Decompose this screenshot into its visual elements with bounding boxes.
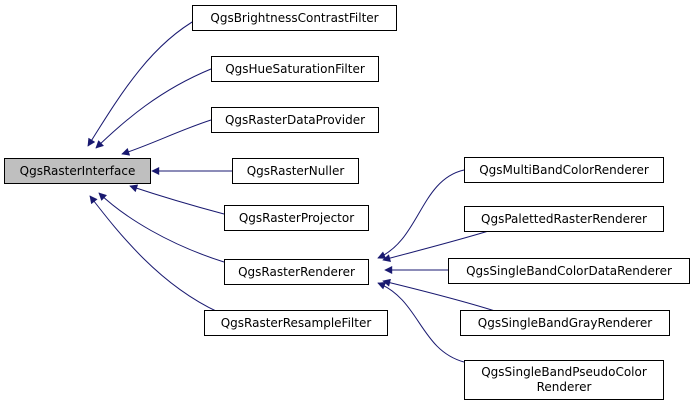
node-qgssinglebandcolordatarenderer[interactable]: QgsSingleBandColorDataRenderer [448, 258, 690, 284]
edge-dataprovider [121, 119, 212, 156]
node-qgsrasterrenderer[interactable]: QgsRasterRenderer [224, 259, 369, 285]
edge-huesaturation [95, 68, 212, 149]
node-label: QgsRasterInterface [19, 163, 136, 178]
node-qgspalettedrasterrenderer[interactable]: QgsPalettedRasterRenderer [464, 206, 664, 232]
edge-projector [129, 184, 225, 215]
edge-paletted [382, 228, 496, 262]
node-label: QgsRasterProjector [238, 210, 355, 225]
edge-renderer [98, 192, 225, 263]
node-qgsrasterdataprovider[interactable]: QgsRasterDataProvider [211, 107, 379, 133]
node-qgsbrightnesscontrastfilter[interactable]: QgsBrightnessContrastFilter [192, 5, 397, 31]
edge-brightness [87, 17, 200, 147]
node-label: QgsRasterDataProvider [224, 112, 366, 127]
node-label: QgsHueSaturationFilter [225, 61, 365, 76]
node-label-line2: Renderer [536, 380, 592, 394]
node-label: QgsMultiBandColorRenderer [479, 162, 649, 177]
node-label: QgsBrightnessContrastFilter [210, 10, 379, 25]
node-label-line1: QgsSingleBandPseudoColor [481, 365, 647, 379]
node-qgssinglebandpseudocolorrenderer[interactable]: QgsSingleBandPseudoColor Renderer [464, 360, 664, 400]
edge-resample [89, 195, 219, 313]
node-label: QgsSingleBandGrayRenderer [477, 315, 653, 330]
node-qgsrasterprojector[interactable]: QgsRasterProjector [224, 205, 369, 231]
node-qgsrasternuller[interactable]: QgsRasterNuller [232, 158, 359, 184]
edge-pseudocolor [377, 282, 465, 363]
node-qgsrasterinterface: QgsRasterInterface [4, 158, 151, 184]
edge-multiband [377, 169, 465, 259]
edge-singlebandgray [382, 278, 496, 312]
node-qgshuesaturationfilter[interactable]: QgsHueSaturationFilter [211, 56, 379, 82]
node-label: QgsRasterNuller [246, 163, 345, 178]
node-label: QgsRasterResampleFilter [220, 315, 372, 330]
node-label: QgsSingleBandColorDataRenderer [466, 263, 672, 278]
node-qgsmultibandcolorrenderer[interactable]: QgsMultiBandColorRenderer [464, 157, 664, 183]
node-label: QgsRasterRenderer [238, 264, 355, 279]
node-qgsrasterresamplefilter[interactable]: QgsRasterResampleFilter [204, 310, 388, 336]
node-qgssinglebandgrayrenderer[interactable]: QgsSingleBandGrayRenderer [460, 310, 670, 336]
node-label: QgsPalettedRasterRenderer [481, 211, 647, 226]
